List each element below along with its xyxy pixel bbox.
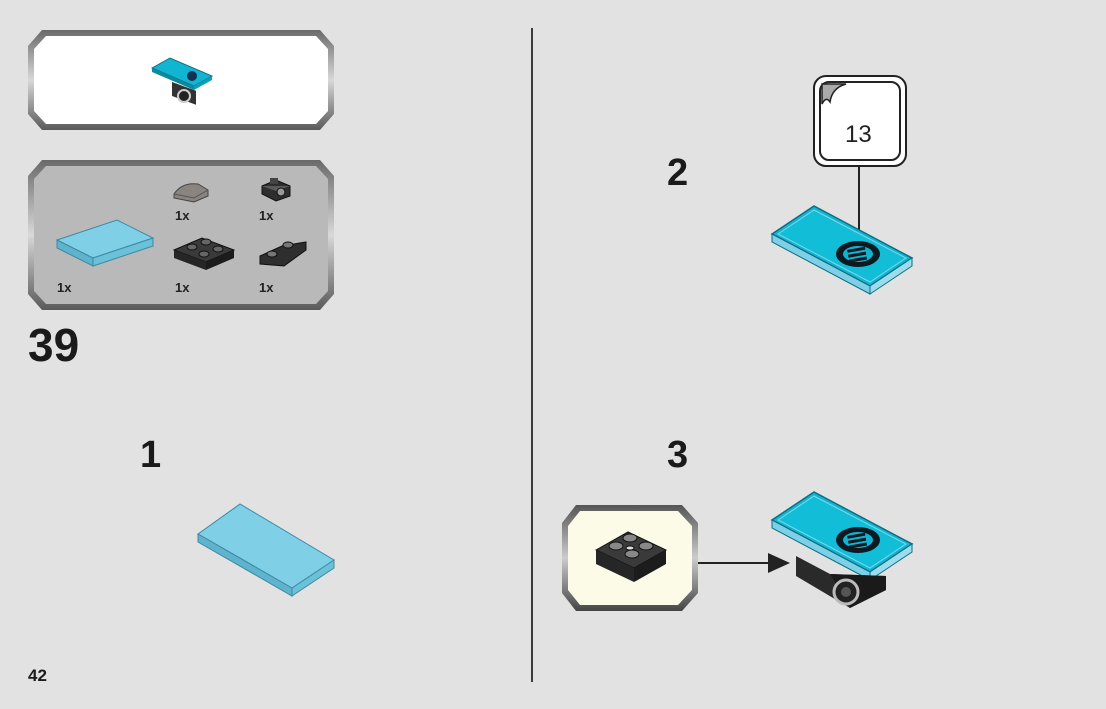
part-plate-2x2-image	[172, 237, 236, 270]
parts-list-frame	[28, 160, 334, 310]
sub-step-2-number: 2	[667, 152, 689, 194]
step3-plate-image	[594, 531, 668, 582]
part-qty-label: 1x	[175, 208, 190, 223]
page-number: 42	[28, 666, 47, 685]
part-plate-inverted-image	[259, 241, 307, 267]
step2-printed-tile-image	[770, 205, 914, 295]
part-bracket-image	[261, 178, 291, 202]
part-curved-slope-image	[173, 183, 209, 203]
sub-step-1-number: 1	[140, 434, 162, 476]
part-qty-label: 1x	[175, 280, 190, 295]
step3-arrow-head	[768, 553, 790, 573]
sub-step-3-number: 3	[667, 434, 689, 476]
part-qty-label: 1x	[57, 280, 72, 295]
main-step-number: 39	[28, 319, 80, 371]
sticker-pointer-line	[858, 167, 860, 239]
page-divider	[531, 28, 533, 682]
submodel-preview-image	[150, 57, 214, 105]
part-qty-label: 1x	[259, 280, 274, 295]
step3-arrow-line	[698, 562, 772, 564]
step3-assembly-image	[770, 491, 914, 608]
step1-tile-image	[197, 503, 335, 597]
part-tile-image	[55, 219, 155, 267]
sticker-number: 13	[845, 121, 872, 148]
sticker-callout-frame	[813, 75, 907, 167]
part-qty-label: 1x	[259, 208, 274, 223]
